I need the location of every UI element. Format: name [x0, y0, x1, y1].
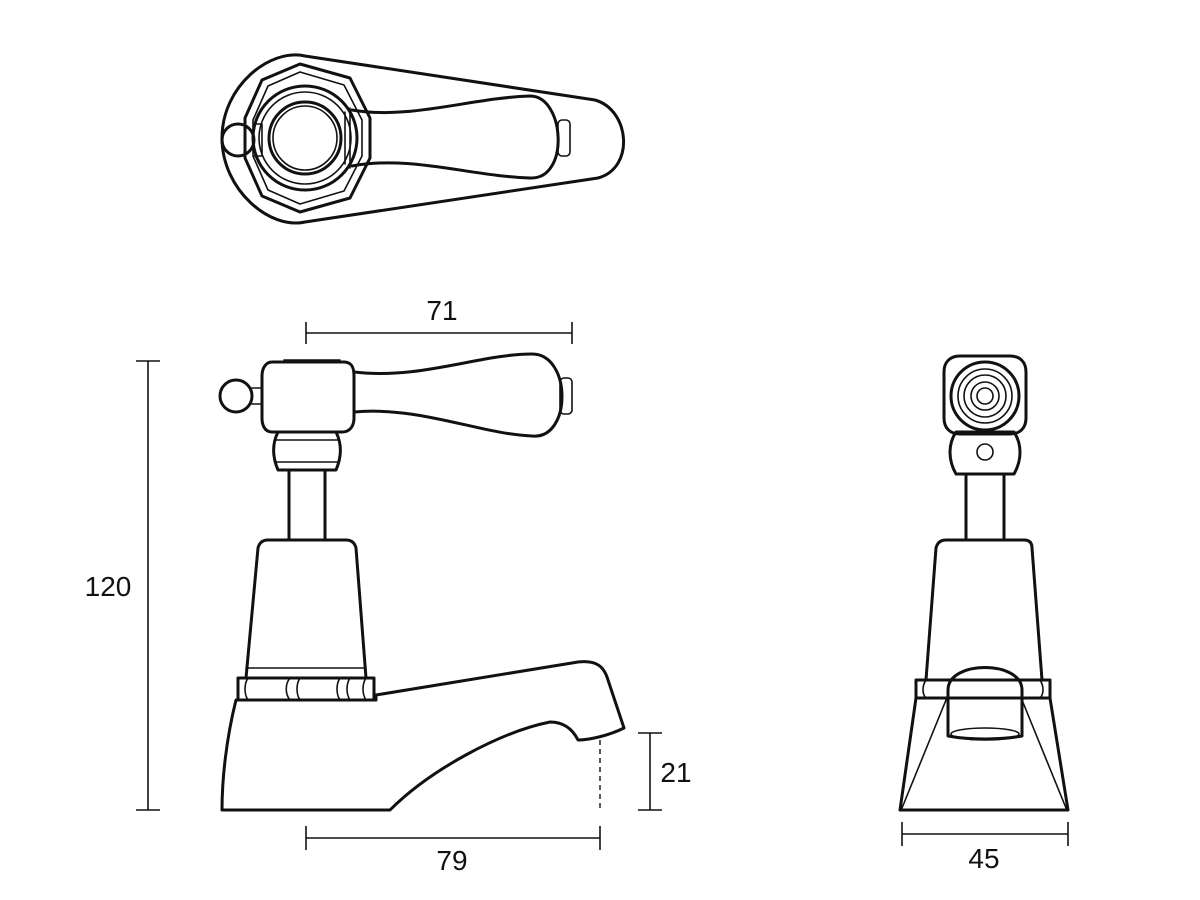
dimension-label-overall-height: 120: [85, 571, 132, 602]
dimension-handle-span: 71: [305, 295, 573, 344]
front-view: [898, 354, 1070, 812]
dimension-label-handle-span: 71: [426, 295, 457, 326]
dimension-body-width: 45: [901, 822, 1069, 874]
dimension-spout-reach: 79: [305, 826, 601, 876]
dimension-label-body-width: 45: [968, 843, 999, 874]
dimension-label-spout-height: 21: [660, 757, 691, 788]
dimension-overall-height: 120: [85, 360, 160, 811]
top-view: [220, 53, 625, 225]
dimension-spout-height: 21: [638, 732, 692, 811]
dimension-label-spout-reach: 79: [436, 845, 467, 876]
side-view: [218, 352, 626, 812]
